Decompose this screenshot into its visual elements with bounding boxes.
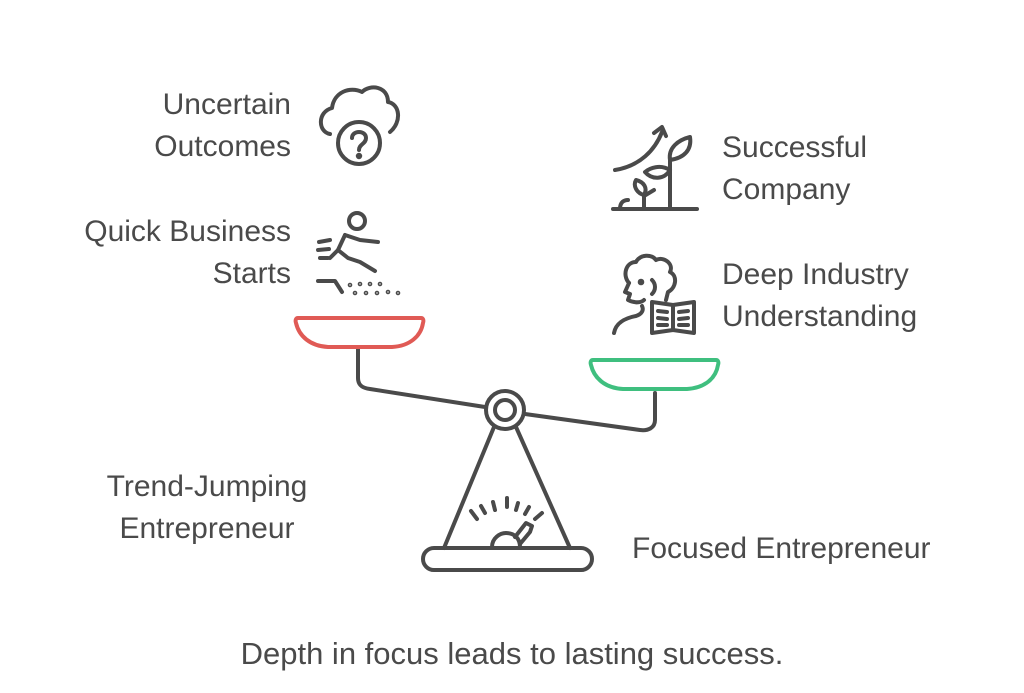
label-line: Understanding [722,300,918,333]
label-line: Outcomes [154,130,291,163]
growing-plant-icon [611,125,699,211]
label-uncertain-outcomes: Uncertain Outcomes [154,84,291,168]
stand-base [421,546,594,572]
label-line: Successful [722,131,868,164]
label-line: Company [722,173,851,206]
stand-left-leg [442,425,496,550]
title-trend-jumping-entrepreneur: Trend-Jumping Entrepreneur [57,466,357,550]
label-successful-company: Successful Company [722,127,867,211]
label-deep-industry-understanding: Deep Industry Understanding [722,254,917,338]
title-line: Trend-Jumping [106,470,308,503]
jumping-person-icon [316,211,401,296]
label-line: Quick Business [84,215,291,248]
person-reading-icon [612,253,696,335]
label-line: Uncertain [162,88,291,121]
title-line: Focused Entrepreneur [632,532,931,565]
right-pan [588,358,721,391]
cloud-question-icon [318,85,400,166]
diagram-caption: Depth in focus leads to lasting success. [240,636,784,671]
stand-right-leg [514,425,572,550]
label-line: Deep Industry [722,258,909,291]
label-quick-business-starts: Quick Business Starts [84,211,291,295]
title-line: Entrepreneur [119,512,295,545]
left-pan [293,316,426,349]
scale-beam [356,347,657,433]
gauge-meter-icon [469,496,544,549]
title-focused-entrepreneur: Focused Entrepreneur [632,528,931,570]
label-line: Starts [212,257,291,290]
pivot-outer [484,389,526,431]
pivot-inner [493,398,517,422]
